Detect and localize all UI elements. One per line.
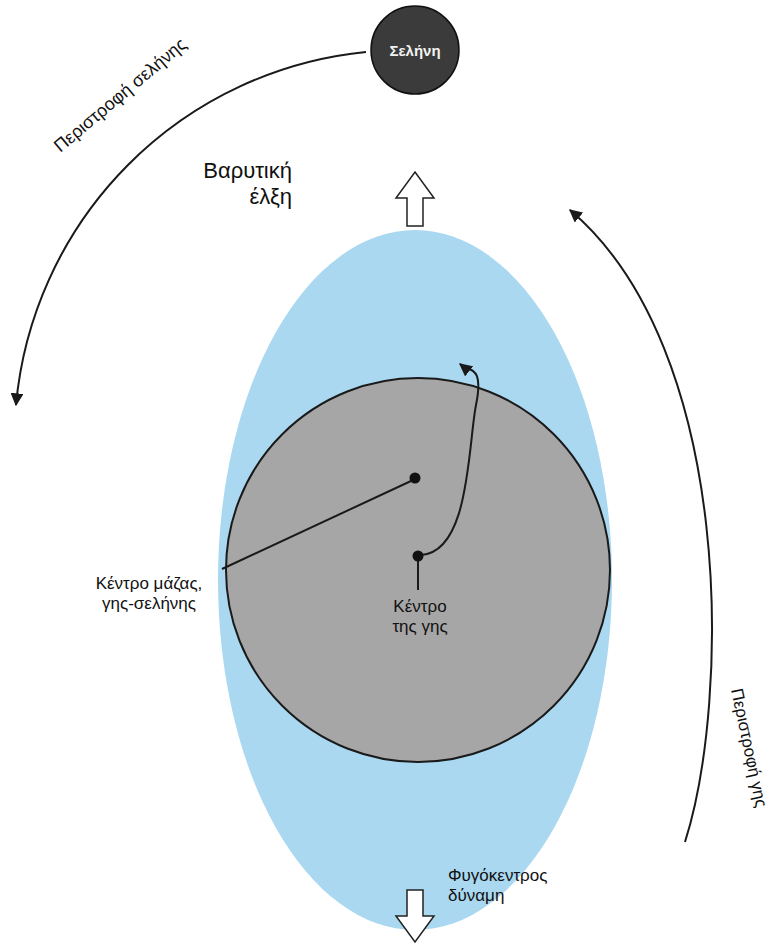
- force-arrow: [396, 890, 434, 942]
- rotation-label: Περιστροφή σελήνης: [49, 33, 190, 157]
- node-label: Σελήνη: [389, 42, 440, 59]
- force-arrow: [396, 172, 434, 226]
- center-label: Κέντρο της γης: [382, 597, 458, 637]
- leader-line: [222, 481, 411, 569]
- barycenter-dot: [410, 473, 421, 484]
- force-label: Βαρυτική έλξη: [182, 158, 292, 210]
- moon-circle: Σελήνη: [370, 5, 460, 95]
- earth-path-arrow: [421, 364, 478, 555]
- rotation-label: Περιστροφή γης: [726, 687, 771, 809]
- earth-circle: [226, 378, 610, 762]
- leader-line: [417, 560, 419, 590]
- ocean-bulge: [218, 230, 612, 930]
- center-label: Κέντρο μάζας, γης-σελήνης: [85, 574, 213, 614]
- force-label: Φυγόκεντρος δύναμη: [448, 866, 570, 906]
- rotation-arc: [16, 52, 366, 405]
- node-shape: [371, 6, 459, 94]
- earth-center-dot: [413, 551, 424, 562]
- rotation-arc: [570, 210, 712, 842]
